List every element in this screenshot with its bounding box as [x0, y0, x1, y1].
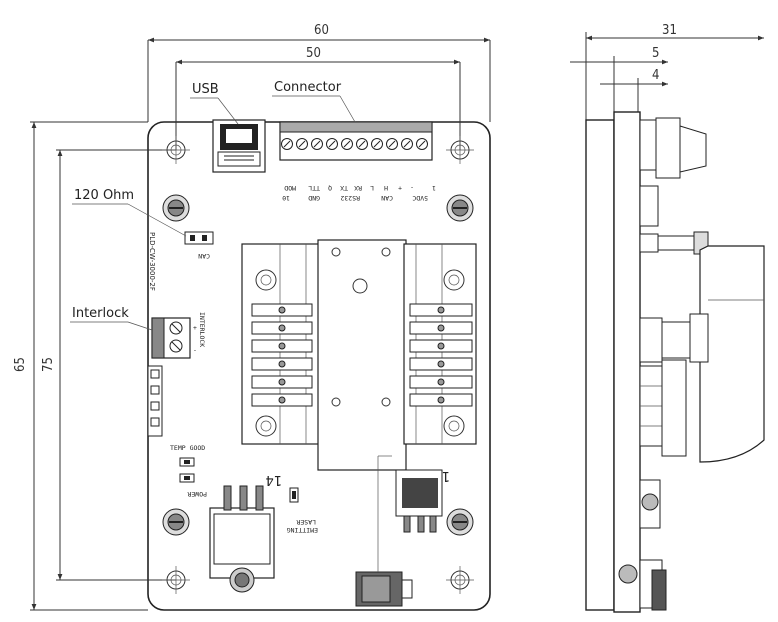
side-view: 31 5 4 — [570, 23, 765, 613]
laser-rib-pin — [278, 324, 286, 332]
side-base-plate — [585, 119, 615, 611]
interlock-minus: - — [193, 346, 197, 354]
laser-emitting-label-2: EMITTING — [287, 526, 318, 534]
dim-width-outer: 60 — [314, 23, 329, 38]
terminal-pin-slot — [313, 140, 321, 148]
laser-rib-pin — [278, 378, 286, 386]
dim-height-holes: 75 — [41, 357, 56, 372]
laser-rib-pin — [437, 306, 445, 314]
connector-pin-labels: MOD TTL Q TX RX L H + - GND RS232 CAN 5V… — [282, 184, 436, 202]
interlock-connector — [151, 317, 191, 359]
pin-label-mod: MOD — [284, 184, 296, 192]
callout-interlock: Interlock — [72, 306, 129, 321]
pin-label-l: L — [370, 184, 374, 192]
dim-height-outer: 65 — [13, 357, 28, 372]
screw-br — [446, 508, 474, 536]
dim-side-a: 5 — [652, 46, 659, 61]
mount-hole-bl — [162, 566, 190, 594]
laser-rib-pin — [437, 324, 445, 332]
pin-label-h: H — [384, 184, 388, 192]
front-view: 60 50 65 75 — [13, 23, 491, 611]
laser-rib-pin — [437, 378, 445, 386]
screw-bl — [162, 508, 190, 536]
terminal-pin-slot — [298, 140, 306, 148]
can-jumper — [184, 231, 214, 245]
usb-port — [212, 119, 266, 173]
interlock-board-label: INTERLOCK — [198, 312, 206, 347]
terminal-pin-slot — [358, 140, 366, 148]
group-pin10: 10 — [282, 194, 290, 202]
pin-label-q: Q — [328, 184, 332, 192]
callout-usb: USB — [192, 82, 219, 97]
model-label: PLD-CW-3000-2F — [148, 232, 156, 291]
side-pcb — [613, 111, 641, 613]
pin-1-label: 1 — [442, 468, 450, 483]
terminal-pin-slot — [418, 140, 426, 148]
callout-120-ohm: 120 Ohm — [74, 188, 134, 203]
group-5vdc: 5VDC — [412, 194, 428, 202]
pin-label-ttl: TTL — [308, 184, 320, 192]
laser-mount — [241, 239, 477, 471]
can-jumper-label: CAN — [198, 252, 210, 260]
laser-rib-pin — [437, 396, 445, 404]
pin-label-plus: + — [398, 184, 402, 192]
terminal-pins — [281, 138, 428, 150]
terminal-pin-slot — [388, 140, 396, 148]
terminal-pin-slot — [343, 140, 351, 148]
laser-emitting-label-1: LASER — [296, 518, 316, 526]
mount-hole-tr — [446, 136, 474, 164]
dim-side-b: 4 — [652, 68, 659, 83]
voltage-regulator — [209, 485, 275, 593]
screw-tr — [446, 194, 474, 222]
pin-label-tx: TX — [340, 184, 348, 192]
temp-good-label: TEMP GOOD — [170, 444, 205, 452]
pin-14-label: 14 — [265, 472, 282, 487]
group-pin1: 1 — [432, 184, 436, 192]
pin-label-minus: - — [410, 184, 414, 192]
dim-width-holes: 50 — [306, 46, 321, 61]
terminal-pin-slot — [403, 140, 411, 148]
laser-ribs — [251, 303, 473, 407]
terminal-pin-slot — [328, 140, 336, 148]
group-can: CAN — [381, 194, 393, 202]
transistor — [395, 469, 443, 533]
dim-side-depth: 31 — [662, 23, 677, 38]
mount-hole-tl — [162, 136, 190, 164]
laser-rib-pin — [437, 342, 445, 350]
group-gnd: GND — [308, 194, 320, 202]
pad-column — [147, 365, 163, 437]
laser-rib-pin — [278, 360, 286, 368]
terminal-pin-slot — [373, 140, 381, 148]
laser-rib-pin — [278, 306, 286, 314]
terminal-pin-slot — [283, 140, 291, 148]
mount-hole-br — [446, 566, 474, 594]
screw-tl — [162, 194, 190, 222]
interlock-plus: + — [193, 324, 197, 332]
laser-rib-pin — [278, 342, 286, 350]
laser-rib-pin — [278, 396, 286, 404]
power-label: POWER — [187, 490, 207, 498]
laser-rib-pin — [437, 360, 445, 368]
fiber-connector — [355, 571, 413, 607]
callout-connector: Connector — [274, 80, 342, 95]
group-rs232: RS232 — [340, 194, 360, 202]
pin-label-rx: RX — [354, 184, 362, 192]
